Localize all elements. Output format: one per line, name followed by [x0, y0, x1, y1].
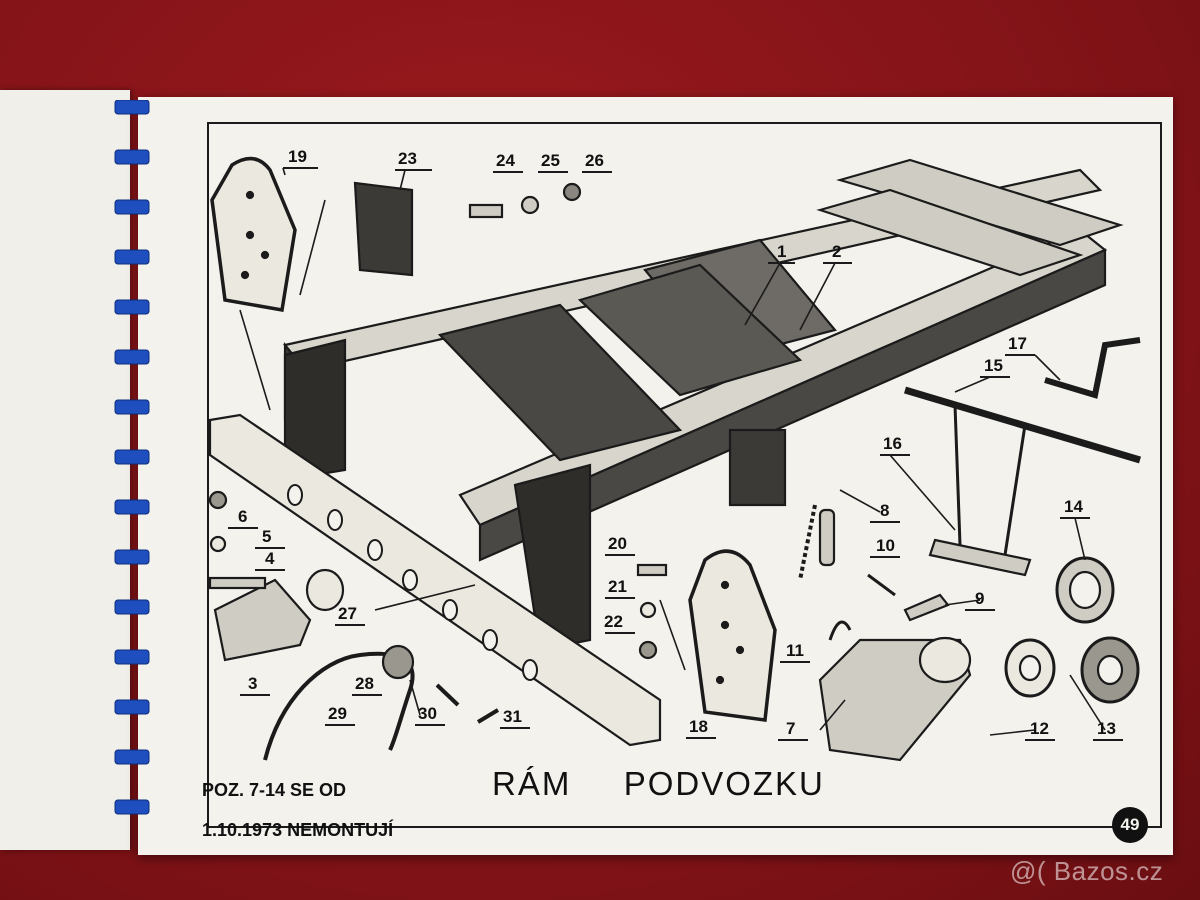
- part-18-mounting-plate: [688, 549, 777, 722]
- frame-crossmember-2: [577, 263, 803, 397]
- title-word-1: RÁM: [492, 765, 572, 802]
- callout-17: 17: [1008, 334, 1027, 353]
- footnote-line-1: POZ. 7-14 SE OD: [202, 780, 347, 800]
- part-11-clip: [828, 620, 852, 641]
- callout-2: 2: [832, 242, 841, 261]
- spiral-binding: [114, 100, 150, 815]
- part-16-bracket: [928, 538, 1032, 577]
- callout-30: 30: [418, 704, 437, 723]
- frame-crossmember-front: [437, 303, 683, 462]
- footnote-line-2: 1.10.1973 NEMONTUJÍ: [202, 820, 394, 840]
- callout-29: 29: [328, 704, 347, 723]
- part-20-22-bolt-set: [636, 563, 668, 660]
- callout-5: 5: [262, 527, 271, 546]
- callout-27: 27: [338, 604, 357, 623]
- part-23-rubber-pad: [353, 181, 414, 277]
- part-31-pin: [476, 708, 500, 724]
- part-9-bracket: [903, 593, 950, 622]
- callout-31: 31: [503, 707, 522, 726]
- callout-23: 23: [398, 149, 417, 168]
- part-7-towing-coupling: [818, 636, 972, 762]
- part-15-carrier-bar: [904, 386, 1141, 556]
- page-number-badge: 49: [1112, 807, 1148, 843]
- callout-8: 8: [880, 501, 889, 520]
- callout-26: 26: [585, 151, 604, 170]
- title-word-2: PODVOZKU: [623, 765, 825, 802]
- assembly-footnote: POZ. 7-14 SE OD 1.10.1973 NEMONTUJÍ: [202, 760, 393, 860]
- site-watermark: @( Bazos.cz: [1010, 856, 1164, 886]
- callout-20: 20: [608, 534, 627, 553]
- callout-9: 9: [975, 589, 984, 608]
- part-14-bearing: [1055, 556, 1115, 624]
- callout-12: 12: [1030, 719, 1049, 738]
- callout-25: 25: [541, 151, 560, 170]
- callout-19: 19: [288, 147, 307, 166]
- part-4-6-bolt-set: [208, 490, 267, 590]
- callout-11: 11: [786, 641, 804, 660]
- booklet-left-page: [0, 90, 130, 850]
- part-12-ring: [1004, 638, 1056, 698]
- part-13-bearing: [1080, 636, 1140, 704]
- page-title: RÁM PODVOZKU: [492, 765, 825, 803]
- callout-4: 4: [265, 549, 275, 568]
- callout-10: 10: [876, 536, 895, 555]
- callout-16: 16: [883, 434, 902, 453]
- frame-crossmember-rear: [816, 158, 1124, 277]
- page-frame: [207, 122, 1162, 828]
- part-10-pin: [867, 573, 896, 597]
- callout-1: 1: [777, 242, 786, 261]
- part-8-safety-chain: [798, 504, 836, 581]
- frame-front-post-right: [513, 428, 787, 652]
- callout-7: 7: [786, 719, 795, 738]
- callout-18: 18: [689, 717, 708, 736]
- callout-6: 6: [238, 507, 247, 526]
- callout-14: 14: [1064, 497, 1083, 516]
- part-30-pin: [435, 683, 460, 707]
- callout-15: 15: [984, 356, 1003, 375]
- callout-13: 13: [1097, 719, 1116, 738]
- callout-21: 21: [608, 577, 627, 596]
- callout-28: 28: [355, 674, 374, 693]
- part-17-crank: [1044, 337, 1141, 399]
- callout-22: 22: [604, 612, 623, 631]
- part-19-mounting-plate: [210, 156, 297, 313]
- part-3-tow-hook: [213, 568, 345, 662]
- callout-24: 24: [496, 151, 515, 170]
- part-28-pulley: [381, 644, 415, 680]
- part-24-26-bolt-set: [468, 182, 582, 219]
- frame-long-rail-right: [458, 228, 1108, 562]
- front-bumper: [208, 413, 662, 747]
- callout-3: 3: [248, 674, 257, 693]
- frame-front-post-left: [283, 338, 347, 482]
